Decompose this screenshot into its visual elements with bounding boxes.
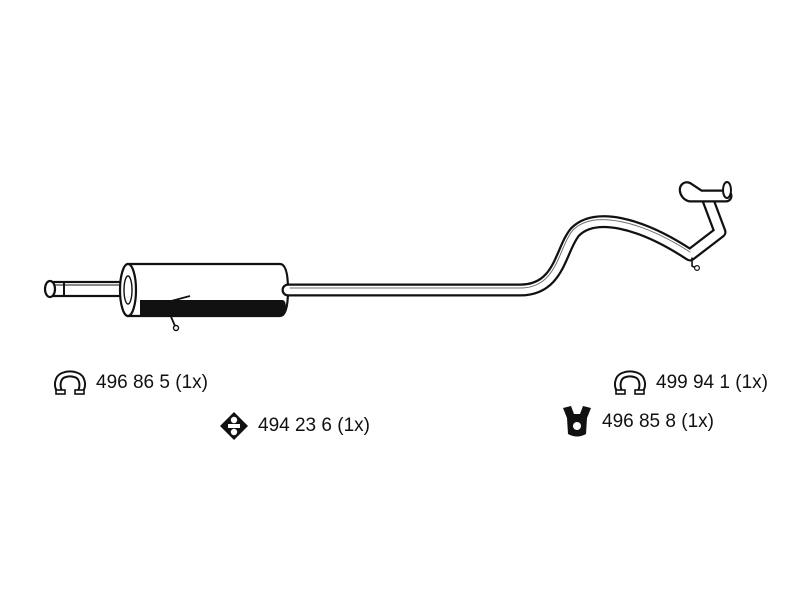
part-number: 499 94 1 bbox=[656, 372, 730, 393]
part-label-2: 494 23 6 (1x) bbox=[218, 411, 370, 441]
part-number: 494 23 6 bbox=[258, 415, 332, 436]
clamp-ring-icon bbox=[613, 370, 647, 395]
part-number: 496 86 5 bbox=[96, 372, 170, 393]
rubber-mount-icon bbox=[220, 412, 248, 440]
part-quantity: (1x) bbox=[681, 411, 714, 432]
part-label-1: 496 86 5 (1x) bbox=[52, 370, 208, 396]
middle-silencer bbox=[118, 262, 290, 332]
part-quantity: (1x) bbox=[337, 415, 370, 436]
hanger-bracket-icon bbox=[563, 406, 591, 437]
part-quantity: (1x) bbox=[175, 372, 208, 393]
clamp-ring-icon bbox=[53, 370, 87, 395]
part-label-4: 496 85 8 (1x) bbox=[560, 404, 714, 440]
part-label-3: 499 94 1 (1x) bbox=[612, 370, 768, 396]
part-quantity: (1x) bbox=[735, 372, 768, 393]
tail-pipe bbox=[281, 181, 733, 297]
inlet-pipe bbox=[43, 279, 128, 299]
part-number: 496 85 8 bbox=[602, 411, 676, 432]
